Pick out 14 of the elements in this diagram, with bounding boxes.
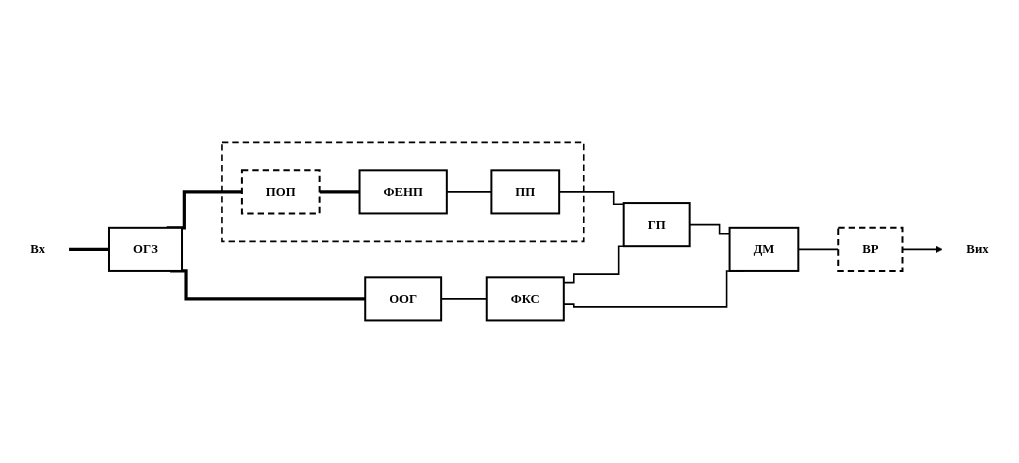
node-box: ПОП [240,169,321,215]
node-box: ФКС [485,276,565,322]
node-box: ГП [622,202,691,248]
connector [319,190,360,194]
node-text: Вх [30,242,46,256]
node-box: ООГ [364,276,443,322]
node-box: ДМ [728,226,800,272]
node-box: ВР [837,226,904,272]
node-box: ОГЗ [108,226,183,272]
connector [69,247,109,252]
node-box: ПП [490,169,561,215]
node-box: ФЕНП [358,169,448,215]
node-text: Вих [966,242,989,256]
cluster [221,141,585,243]
